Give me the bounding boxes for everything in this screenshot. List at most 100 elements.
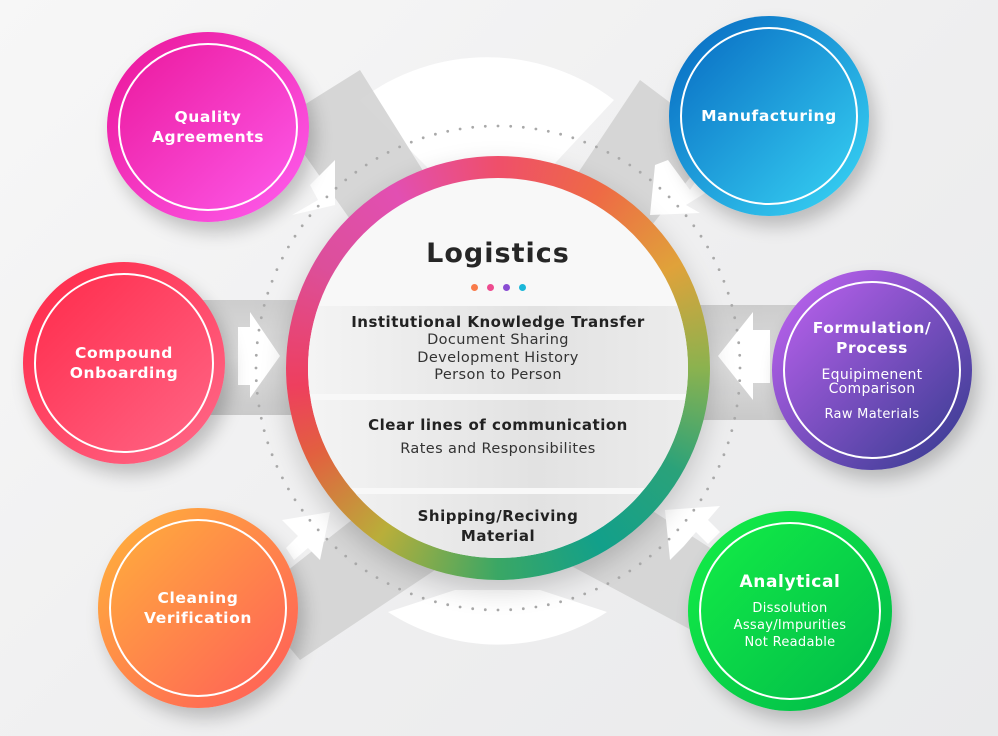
node-inner-ring	[109, 519, 287, 697]
ring-dot	[738, 366, 742, 370]
node-detail-line: Not Readable	[744, 634, 836, 650]
node-compound-onboarding[interactable]: Compound Onboarding	[23, 262, 225, 464]
dot-icon	[502, 284, 510, 291]
section-knowledge-transfer[interactable]: Institutional Knowledge Transfer Documen…	[308, 306, 688, 394]
ring-dot	[509, 608, 513, 612]
ring-dot	[354, 170, 358, 174]
ring-dot	[287, 487, 290, 491]
node-detail-line: Raw Materials	[824, 406, 920, 422]
ring-dot	[546, 129, 550, 133]
ring-dot	[706, 245, 709, 249]
ring-dot	[458, 605, 462, 609]
ring-dot	[375, 157, 379, 160]
ring-dot	[275, 268, 279, 271]
node-title: Compound Onboarding	[69, 344, 179, 382]
arrow-from-quality-icon	[292, 160, 335, 215]
ring-dot	[375, 576, 379, 579]
ring-dot	[606, 151, 610, 154]
node-inner-ring	[680, 27, 858, 205]
ring-dot	[534, 605, 538, 609]
section-line: Person to Person	[434, 367, 562, 383]
ring-dot	[606, 582, 610, 585]
ring-dot	[534, 127, 538, 131]
arrow-from-manufacturing-icon	[650, 160, 710, 215]
ring-dot	[617, 157, 621, 160]
section-heading: Institutional Knowledge Transfer	[351, 313, 645, 331]
ring-dot	[421, 596, 425, 600]
ring-dot	[730, 429, 734, 432]
node-title: Formulation/ Process	[812, 318, 932, 357]
node-inner-ring	[699, 522, 881, 700]
ring-dot	[293, 234, 297, 238]
node-analytical[interactable]: Analytical Dissolution Assay/Impurities …	[688, 511, 892, 711]
section-heading: Shipping/Reciving Material	[417, 507, 579, 545]
ring-dot	[421, 136, 425, 140]
ring-dot	[738, 379, 742, 383]
ring-dot	[458, 127, 462, 131]
ring-dot	[717, 268, 721, 271]
ring-dot	[684, 214, 688, 218]
node-inner-ring	[783, 281, 961, 459]
ring-dot	[733, 416, 737, 420]
ring-dot	[254, 353, 258, 357]
ring-dot	[583, 592, 587, 596]
ring-dot	[617, 576, 621, 579]
ring-dot	[722, 279, 726, 283]
ring-dot	[595, 587, 598, 591]
node-title: Quality Agreements	[151, 108, 265, 146]
ring-dot	[300, 224, 304, 228]
ring-dot	[583, 140, 587, 144]
node-formulation-process[interactable]: Formulation/ Process Equipimenent Compar…	[772, 270, 972, 470]
section-shipping-receiving[interactable]: Shipping/Reciving Material	[308, 494, 688, 558]
ring-dot	[255, 391, 259, 395]
ring-dot	[730, 304, 734, 307]
node-title: Cleaning Verification	[144, 589, 252, 627]
ring-dot	[628, 569, 632, 573]
node-detail-line: Dissolution	[752, 600, 828, 616]
dot-icon	[518, 284, 526, 291]
ring-dot	[638, 170, 642, 174]
node-quality-agreements[interactable]: Quality Agreements	[107, 32, 309, 222]
ring-dot	[409, 140, 413, 144]
ring-dot	[434, 132, 437, 136]
ring-dot	[255, 341, 259, 345]
ring-dot	[262, 304, 266, 307]
ring-dot	[386, 582, 390, 585]
ring-dot	[638, 562, 642, 566]
ring-dot	[717, 465, 721, 468]
section-communication[interactable]: Clear lines of communication Rates and R…	[308, 400, 688, 488]
ring-dot	[257, 328, 261, 332]
ring-dot	[735, 328, 739, 332]
ring-dot	[281, 256, 284, 260]
ring-dot	[293, 498, 297, 502]
dot-icon	[470, 284, 478, 291]
node-manufacturing[interactable]: Manufacturing	[669, 16, 869, 216]
ring-dot	[546, 603, 550, 607]
ring-dot	[364, 163, 368, 167]
ring-dot	[712, 256, 715, 260]
ring-dot	[364, 569, 368, 573]
ring-dot	[509, 124, 513, 128]
ring-dot	[259, 316, 263, 320]
node-inner-ring	[118, 43, 298, 211]
center-hub: Logistics Institutional Knowledge Transf…	[286, 156, 710, 580]
center-disc: Logistics Institutional Knowledge Transf…	[308, 178, 688, 558]
ring-dot	[737, 391, 741, 395]
node-inner-ring	[34, 273, 214, 453]
ring-dot	[398, 587, 401, 591]
ring-dot	[733, 316, 737, 320]
ring-dot	[667, 195, 671, 199]
ring-dot	[496, 124, 500, 128]
node-cleaning-verification[interactable]: Cleaning Verification	[98, 508, 298, 708]
ring-dot	[726, 291, 730, 295]
ring-dot	[316, 204, 320, 208]
bottom-fan-shape	[388, 590, 607, 645]
ring-dot	[595, 145, 598, 149]
ring-dot	[257, 404, 261, 408]
ring-dot	[692, 508, 696, 512]
ring-dot	[471, 607, 475, 611]
ring-dot	[706, 487, 709, 491]
ring-dot	[325, 195, 329, 199]
ring-dot	[735, 404, 739, 408]
